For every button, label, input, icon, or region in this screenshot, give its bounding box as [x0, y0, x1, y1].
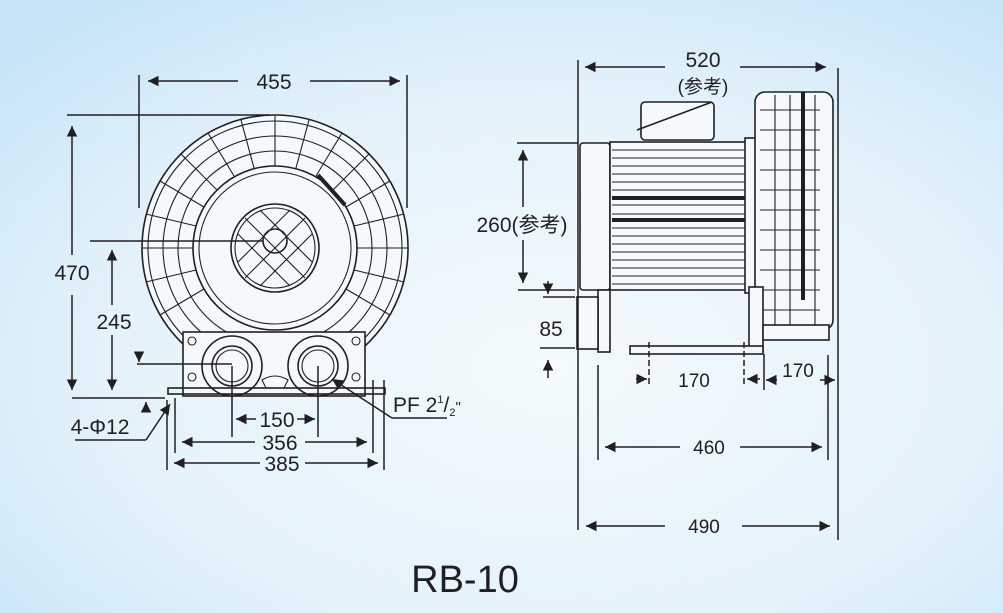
length-ref-label: 520 — [685, 49, 720, 72]
model-title: RB-10 — [411, 559, 519, 601]
foot-offset-label: 170 — [782, 361, 814, 382]
dimension-170-foot: 170 — [636, 342, 760, 392]
mount-inner-label: 356 — [262, 432, 297, 455]
dimension-470: 470 — [54, 114, 270, 399]
mount-outer-label: 385 — [264, 453, 299, 476]
length-ref-note: (参考) — [678, 76, 729, 98]
dimension-85: 85 — [539, 281, 575, 378]
center-height-label: 245 — [96, 311, 131, 334]
side-view: 520 (参考) 260(参考) 85 170 1 — [476, 49, 839, 540]
port-thread-label: PF 21/2" — [393, 394, 461, 419]
dimension-356-385: 356 385 — [166, 380, 385, 476]
front-view: 455 470 245 4-Φ12 150 — [54, 71, 460, 476]
port-thread-callout: PF 21/2" — [331, 378, 461, 419]
dimension-460: 460 — [597, 355, 829, 460]
base-length-label: 460 — [693, 438, 725, 459]
dimension-245: 245 — [90, 240, 263, 390]
overall-base-label: 490 — [688, 517, 720, 538]
port-spacing-label: 150 — [259, 409, 294, 432]
foot-spacing-label: 170 — [678, 371, 710, 392]
base-height-label: 85 — [539, 318, 562, 341]
height-label: 470 — [54, 262, 89, 285]
bolt-holes-label: 4-Φ12 — [71, 416, 130, 439]
dimension-520: 520 (参考) — [577, 49, 839, 540]
blower-housing-front — [141, 114, 409, 397]
width-label: 455 — [256, 71, 291, 94]
dimension-150: 150 — [231, 366, 319, 437]
dimension-455: 455 — [138, 71, 408, 208]
dimension-490: 490 — [586, 517, 830, 538]
blower-body-side — [576, 91, 834, 355]
motor-height-label: 260(参考) — [476, 214, 567, 237]
dimension-bolt-holes: 4-Φ12 — [71, 351, 232, 441]
